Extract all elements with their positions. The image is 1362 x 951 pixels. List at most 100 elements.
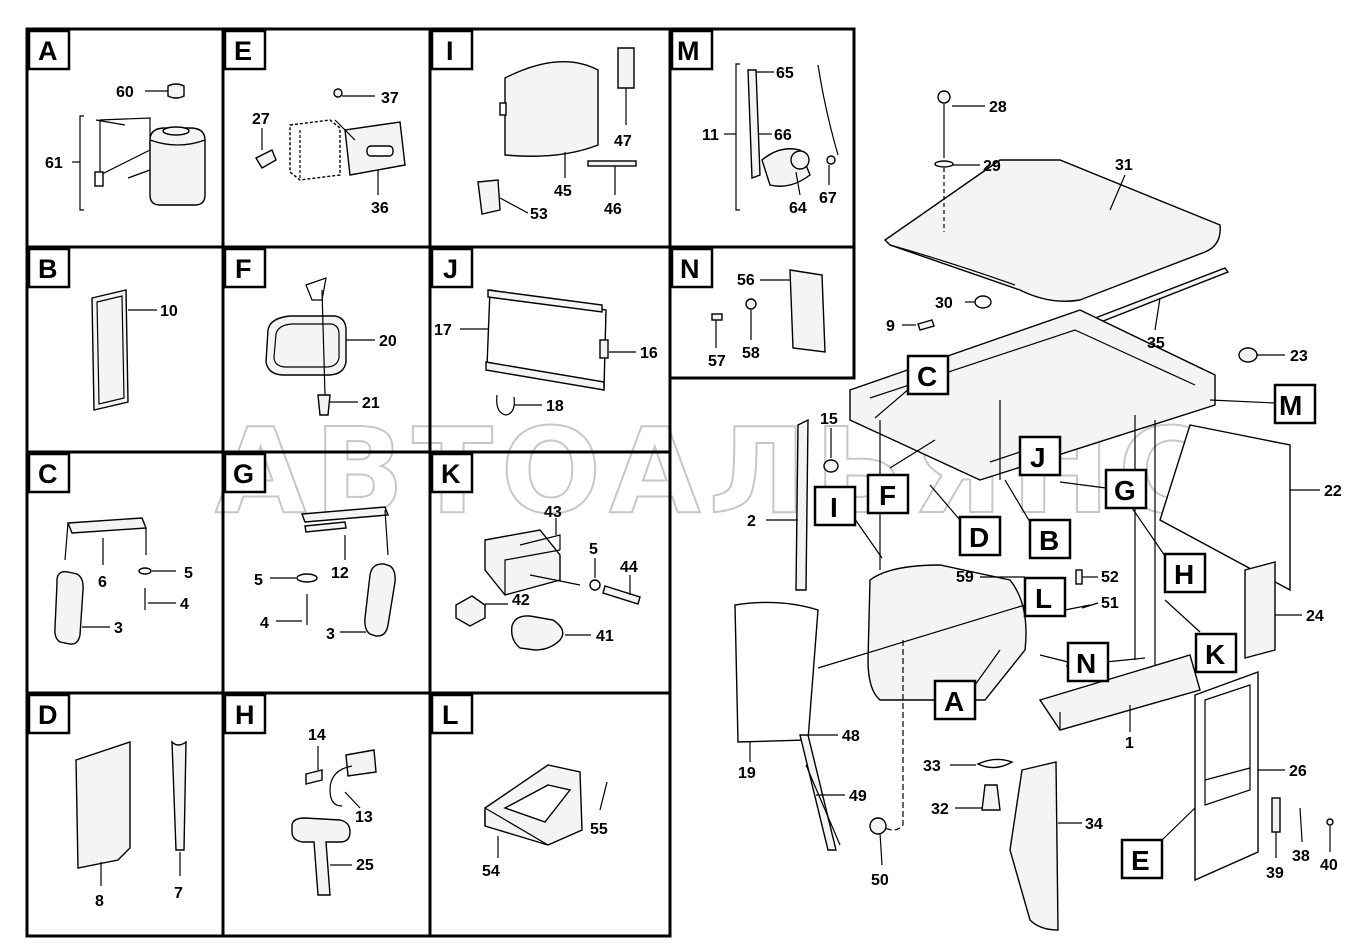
- part-13: 13: [355, 809, 373, 826]
- cell-letter-m: M: [677, 36, 700, 66]
- part-28: 28: [989, 99, 1007, 116]
- callout-m: M: [1279, 390, 1302, 421]
- part-33: 33: [923, 758, 941, 775]
- cab-assembly: 28 29 31 30 9 35 23 15 2 59 52 51 22 24 …: [734, 90, 1342, 931]
- cell-f-drawing: 20 21: [265, 277, 397, 416]
- part-52: 52: [1101, 569, 1119, 586]
- part-21: 21: [362, 395, 380, 412]
- part-45: 45: [554, 183, 572, 200]
- part-57: 57: [708, 353, 726, 370]
- cell-letter-k: K: [441, 459, 461, 489]
- part-9: 9: [886, 318, 895, 335]
- cell-letter-d: D: [38, 700, 58, 730]
- cell-j-drawing: 17 16 18: [434, 289, 658, 416]
- part-50: 50: [871, 872, 889, 889]
- part-5: 5: [184, 565, 193, 582]
- cell-letter-c: C: [38, 459, 58, 489]
- part-23: 23: [1290, 348, 1308, 365]
- callout-h: H: [1174, 559, 1194, 590]
- part-66: 66: [774, 127, 792, 144]
- part-37: 37: [381, 90, 399, 107]
- cell-letter-b: B: [38, 254, 58, 284]
- part-46: 46: [604, 201, 622, 218]
- part-6: 6: [98, 574, 107, 591]
- cell-letter-i: I: [446, 36, 454, 66]
- cell-g-drawing: 12 5 4 3: [254, 506, 396, 643]
- part-4: 4: [260, 615, 269, 632]
- part-54: 54: [482, 863, 500, 880]
- callout-f: F: [879, 480, 896, 511]
- part-17: 17: [434, 322, 452, 339]
- part-44: 44: [620, 559, 638, 576]
- cell-a-drawing: 60 61: [45, 83, 206, 211]
- cell-h-drawing: 14 13 25: [291, 727, 377, 896]
- cell-c-drawing: 6 5 4 3: [54, 517, 193, 645]
- part-3: 3: [326, 626, 335, 643]
- part-5: 5: [254, 572, 263, 589]
- part-42: 42: [512, 592, 530, 609]
- part-40: 40: [1320, 857, 1338, 874]
- callout-g: G: [1114, 475, 1136, 506]
- cell-m-drawing: 65 11 66 64 67: [702, 63, 839, 217]
- part-1: 1: [1125, 735, 1134, 752]
- part-18: 18: [546, 398, 564, 415]
- callout-k: K: [1205, 639, 1225, 670]
- part-41: 41: [596, 628, 614, 645]
- callout-i: I: [830, 492, 838, 523]
- part-5: 5: [589, 541, 598, 558]
- part-14: 14: [308, 727, 326, 744]
- cell-letters: A E I M B F J N C G K D H L: [27, 29, 714, 735]
- part-58: 58: [742, 345, 760, 362]
- cell-letter-j: J: [443, 254, 458, 284]
- cell-l-drawing: 55 54: [482, 764, 608, 880]
- callout-a: A: [944, 686, 964, 717]
- part-31: 31: [1115, 157, 1133, 174]
- part-39: 39: [1266, 865, 1284, 882]
- part-38: 38: [1292, 848, 1310, 865]
- callout-n: N: [1076, 648, 1096, 679]
- cell-letter-g: G: [233, 459, 254, 489]
- cell-letter-h: H: [235, 700, 255, 730]
- part-24: 24: [1306, 608, 1324, 625]
- cell-letter-f: F: [235, 254, 252, 284]
- part-12: 12: [331, 565, 349, 582]
- part-30: 30: [935, 295, 953, 312]
- cell-i-drawing: 47 45 46 53: [477, 47, 637, 223]
- part-65: 65: [776, 65, 794, 82]
- part-61: 61: [45, 155, 63, 172]
- cell-letter-l: L: [442, 700, 459, 730]
- part-20: 20: [379, 333, 397, 350]
- part-15: 15: [820, 411, 838, 428]
- callouts: C M J G F I D B H K L N A E: [813, 354, 1317, 880]
- part-10: 10: [160, 303, 178, 320]
- part-36: 36: [371, 200, 389, 217]
- part-25: 25: [356, 857, 374, 874]
- part-4: 4: [180, 596, 189, 613]
- callout-b: B: [1039, 525, 1059, 556]
- part-16: 16: [640, 345, 658, 362]
- cell-letter-n: N: [680, 254, 700, 284]
- cell-letter-a: A: [38, 36, 58, 66]
- part-60: 60: [116, 84, 134, 101]
- part-56: 56: [737, 272, 755, 289]
- part-11: 11: [702, 127, 719, 144]
- cell-b-drawing: 10: [91, 289, 178, 411]
- detail-grid: [25, 27, 856, 938]
- part-51: 51: [1101, 595, 1119, 612]
- part-27: 27: [252, 111, 270, 128]
- cell-k-drawing: 43 5 44 42 41: [455, 504, 641, 651]
- part-48: 48: [842, 728, 860, 745]
- part-32: 32: [931, 801, 949, 818]
- part-8: 8: [95, 893, 104, 910]
- part-3: 3: [114, 620, 123, 637]
- part-7: 7: [174, 885, 183, 902]
- part-43: 43: [544, 504, 562, 521]
- part-49: 49: [849, 788, 867, 805]
- callout-c: C: [917, 361, 937, 392]
- part-67: 67: [819, 190, 837, 207]
- callout-d: D: [969, 522, 989, 553]
- callout-e: E: [1131, 845, 1150, 876]
- part-29: 29: [983, 158, 1001, 175]
- part-64: 64: [789, 200, 807, 217]
